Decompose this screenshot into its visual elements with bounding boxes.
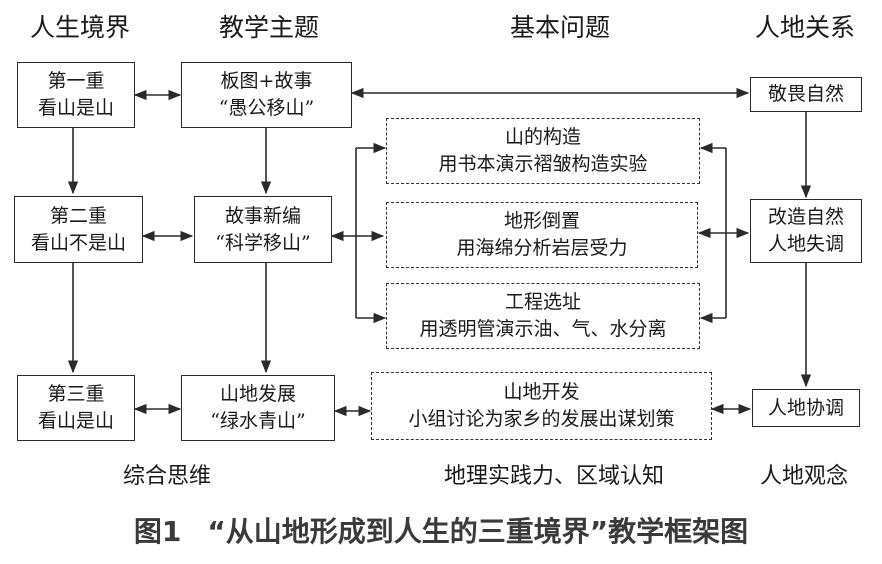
theme-3-line2: “绿水青山” [210,410,306,432]
question-2-line1: 地形倒置 [503,210,580,232]
question-box-3: 工程选址 用透明管演示油、气、水分离 [386,283,700,349]
theme-box-3: 山地发展 “绿水青山” [181,375,335,441]
question-4-line2: 小组讨论为家乡的发展出谋划策 [408,408,675,430]
realm-box-2: 第二重 看山不是山 [14,196,143,263]
theme-1-line2: “愚公移山” [218,97,315,119]
figure-title: “从山地形成到人生的三重境界”教学框架图 [207,515,749,548]
theme-box-1: 板图+故事 “愚公移山” [181,62,352,128]
question-box-2: 地形倒置 用海绵分析岩层受力 [386,202,698,268]
question-box-1: 山的构造 用书本演示褶皱构造实验 [386,118,700,184]
figure-caption: 图1 “从山地形成到人生的三重境界”教学框架图 [0,510,882,550]
realm-box-1: 第一重 看山是山 [17,62,135,128]
relation-1-line1: 敬畏自然 [767,83,844,105]
figure-number: 图1 [133,515,182,548]
relation-2-line1: 改造自然 [767,206,844,228]
header-teaching-theme: 教学主题 [218,13,319,42]
question-box-4: 山地开发 小组讨论为家乡的发展出谋划策 [371,372,712,440]
realm-2-line1: 第二重 [49,204,107,227]
relation-3-line1: 人地协调 [767,396,844,419]
realm-1-line1: 第一重 [47,70,105,92]
footer-practice-region: 地理实践力、区域认知 [444,464,665,489]
question-1-line1: 山的构造 [504,126,581,148]
realm-2-line2: 看山不是山 [30,231,126,254]
header-human-land: 人地关系 [754,13,855,42]
question-3-line2: 用透明管演示油、气、水分离 [419,318,667,340]
theme-box-2: 故事新编 “科学移山” [194,196,332,263]
theme-2-line2: “科学移山” [215,231,311,254]
footer-comprehensive-thinking: 综合思维 [123,464,212,489]
question-3-line1: 工程选址 [504,291,581,313]
relation-box-2: 改造自然 人地失调 [750,199,862,263]
theme-2-line1: 故事新编 [224,204,301,227]
realm-3-line1: 第三重 [47,383,105,405]
theme-3-line1: 山地发展 [219,383,296,405]
relation-2-line2: 人地失调 [767,233,844,255]
relation-box-1: 敬畏自然 [750,77,862,112]
relation-box-3: 人地协调 [752,389,860,427]
header-basic-questions: 基本问题 [509,13,610,42]
header-life-realm: 人生境界 [29,13,130,42]
question-1-line2: 用书本演示褶皱构造实验 [438,153,648,175]
realm-box-3: 第三重 看山是山 [17,375,135,441]
realm-1-line2: 看山是山 [37,97,114,119]
question-4-line1: 山地开发 [503,381,580,403]
realm-3-line2: 看山是山 [37,410,114,432]
question-2-line2: 用海绵分析岩层受力 [456,237,628,259]
theme-1-line1: 板图+故事 [220,70,313,92]
footer-human-land-view: 人地观念 [760,464,849,489]
